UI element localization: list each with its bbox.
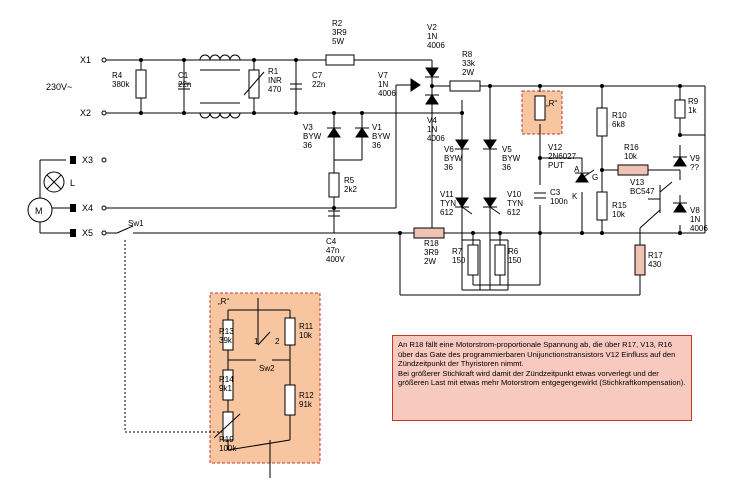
pin-g: G	[592, 173, 598, 182]
motor-symbol	[27, 197, 53, 223]
sw2-pos-2: 2	[275, 337, 280, 346]
sw1-label: Sw1	[128, 219, 144, 228]
capacitor-plates	[178, 83, 546, 217]
terminals: X1 X2 X3 X4 X5	[70, 55, 107, 238]
r-marker-top: „R“	[546, 99, 557, 108]
sw1-blade	[116, 225, 134, 234]
choke-inductor	[199, 54, 241, 119]
note-paragraph-2: Bei größerer Stichkraft wird damit der Z…	[398, 368, 686, 388]
resistor-bodies	[135, 54, 686, 441]
sw2-label: Sw2	[259, 364, 275, 373]
terminal-x1: X1	[80, 55, 91, 65]
r-marker-box: „R“	[218, 297, 229, 306]
note-paragraph-1: An R18 fällt eine Motorstrom-proportiona…	[398, 340, 676, 369]
pin-k: K	[572, 192, 578, 201]
terminal-x4: X4	[82, 203, 93, 213]
terminal-x2: X2	[80, 108, 91, 118]
diode-symbols	[327, 67, 687, 215]
supply-label: 230V~	[46, 82, 72, 92]
lamp-symbol	[43, 171, 65, 193]
terminal-x5: X5	[82, 228, 93, 238]
lamp-label: L	[70, 178, 75, 188]
pin-a: A	[574, 165, 580, 174]
v13-transistor	[648, 181, 673, 213]
r1-inr-mark	[243, 71, 265, 96]
junction-dots	[139, 58, 682, 235]
motor-label: M	[35, 206, 43, 216]
terminal-x3: X3	[82, 155, 93, 165]
explanation-note: An R18 fällt eine Motorstrom-proportiona…	[392, 335, 692, 421]
v9-label: V9??	[690, 154, 700, 172]
sw2-pos-1: 1	[254, 337, 259, 346]
